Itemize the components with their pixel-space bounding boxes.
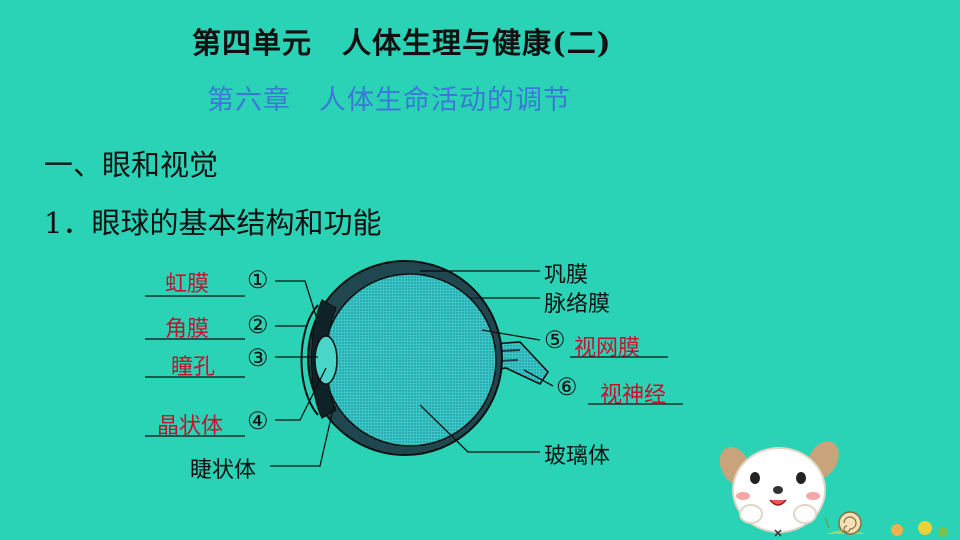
snail-icon [824,511,865,535]
marker-1: ① [247,266,269,294]
vitreous-body [323,273,497,447]
label-ciliary-body: 睫状体 [190,458,257,483]
label-choroid: 脉络膜 [544,292,611,317]
section-subheading: 1．眼球的基本结构和功能 [44,206,382,240]
unit-title: 第四单元 人体生理与健康(二) [192,26,612,60]
chapter-title: 第六章 人体生命活动的调节 [207,85,571,116]
section-heading: 一、眼和视觉 [44,148,219,182]
label-vitreous: 玻璃体 [544,444,611,469]
label-sclera: 巩膜 [544,263,589,288]
marker-3: ③ [247,344,269,372]
label-retina-answer: 视网膜 [574,336,641,361]
label-optic-nerve-answer: 视神经 [600,383,667,408]
label-lens-answer: 晶状体 [157,414,224,439]
label-cornea-answer: 角膜 [165,317,210,342]
marker-5: ⑤ [544,326,566,354]
marker-4: ④ [247,407,269,435]
lens [314,335,338,385]
label-iris-answer: 虹膜 [165,272,210,297]
puppy-mascot-icon [719,441,948,537]
marker-6: ⑥ [556,373,578,401]
marker-2: ② [247,311,269,339]
label-pupil-answer: 瞳孔 [171,355,216,380]
